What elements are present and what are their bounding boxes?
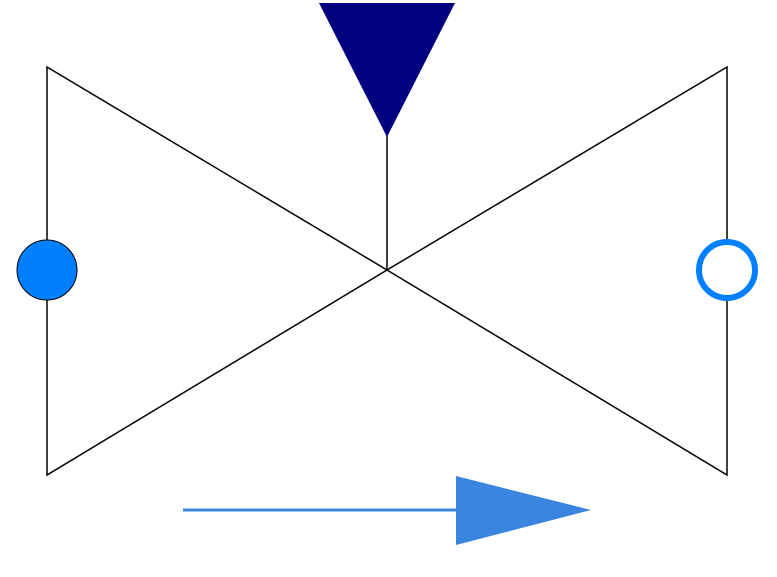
valve-body-left-triangle xyxy=(46,65,389,477)
valve-body-right-triangle xyxy=(385,65,728,477)
actuator-triangle-icon[interactable] xyxy=(319,3,455,137)
inlet-port-icon[interactable] xyxy=(16,239,78,301)
outlet-port-icon[interactable] xyxy=(696,239,758,301)
flow-direction-arrow-icon xyxy=(183,476,591,545)
flow-arrow-head xyxy=(456,476,591,545)
